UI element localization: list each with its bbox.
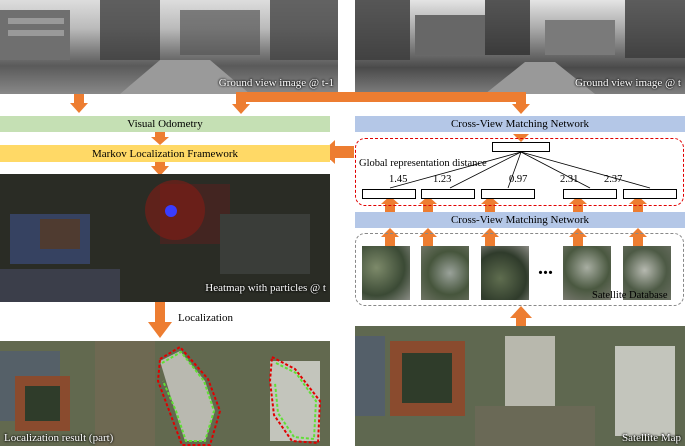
feature-box <box>421 189 475 199</box>
heatmap-image: Heatmap with particles @ t <box>0 174 330 302</box>
visual-odometry-block: Visual Odometry <box>0 116 330 132</box>
distance-value-5: 2.37 <box>604 174 623 185</box>
distance-value-3: 0.97 <box>509 174 528 185</box>
distance-panel-title: Global representation distance <box>359 158 487 169</box>
distance-value-1: 1.45 <box>389 174 408 185</box>
satellite-database-panel <box>355 233 684 306</box>
feature-box <box>563 189 617 199</box>
query-feature-box <box>492 142 550 152</box>
image-caption: Ground view image @ t <box>574 77 681 89</box>
markov-localization-block: Markov Localization Framework <box>0 145 330 162</box>
satellite-tile <box>362 246 410 300</box>
distance-value-4: 2.31 <box>560 174 579 185</box>
markov-localization-label: Markov Localization Framework <box>91 147 238 160</box>
cross-view-matching-label: Cross-View Matching Network <box>450 118 590 130</box>
ground-view-image-t-minus-1: Ground view image @ t-1 <box>0 0 338 94</box>
satellite-map-image: Satellite Map <box>355 326 685 446</box>
cross-view-matching-network-bottom: Cross-View Matching Network <box>355 212 685 228</box>
feature-box <box>623 189 677 199</box>
visual-odometry-label: Visual Odometry <box>127 118 203 130</box>
satellite-database-label: Satellite Database <box>592 290 668 301</box>
image-caption: Localization result (part) <box>4 432 114 444</box>
satellite-tile <box>481 246 529 300</box>
localization-result-image: Localization result (part) <box>0 341 330 446</box>
cross-view-matching-network-top: Cross-View Matching Network <box>355 116 685 132</box>
image-caption: Satellite Map <box>622 432 681 444</box>
ground-view-image-t: Ground view image @ t <box>355 0 685 94</box>
image-caption: Ground view image @ t-1 <box>218 77 334 89</box>
satellite-tile <box>421 246 469 300</box>
satellite-tile <box>563 246 611 300</box>
ellipsis-text: ... <box>538 257 553 279</box>
image-caption: Heatmap with particles @ t <box>205 282 326 294</box>
distance-panel <box>355 138 684 206</box>
cross-view-matching-label: Cross-View Matching Network <box>450 214 590 226</box>
feature-box <box>481 189 535 199</box>
feature-box <box>362 189 416 199</box>
satellite-tile <box>623 246 671 300</box>
localization-label: Localization <box>178 312 233 324</box>
distance-value-2: 1.23 <box>433 174 452 185</box>
